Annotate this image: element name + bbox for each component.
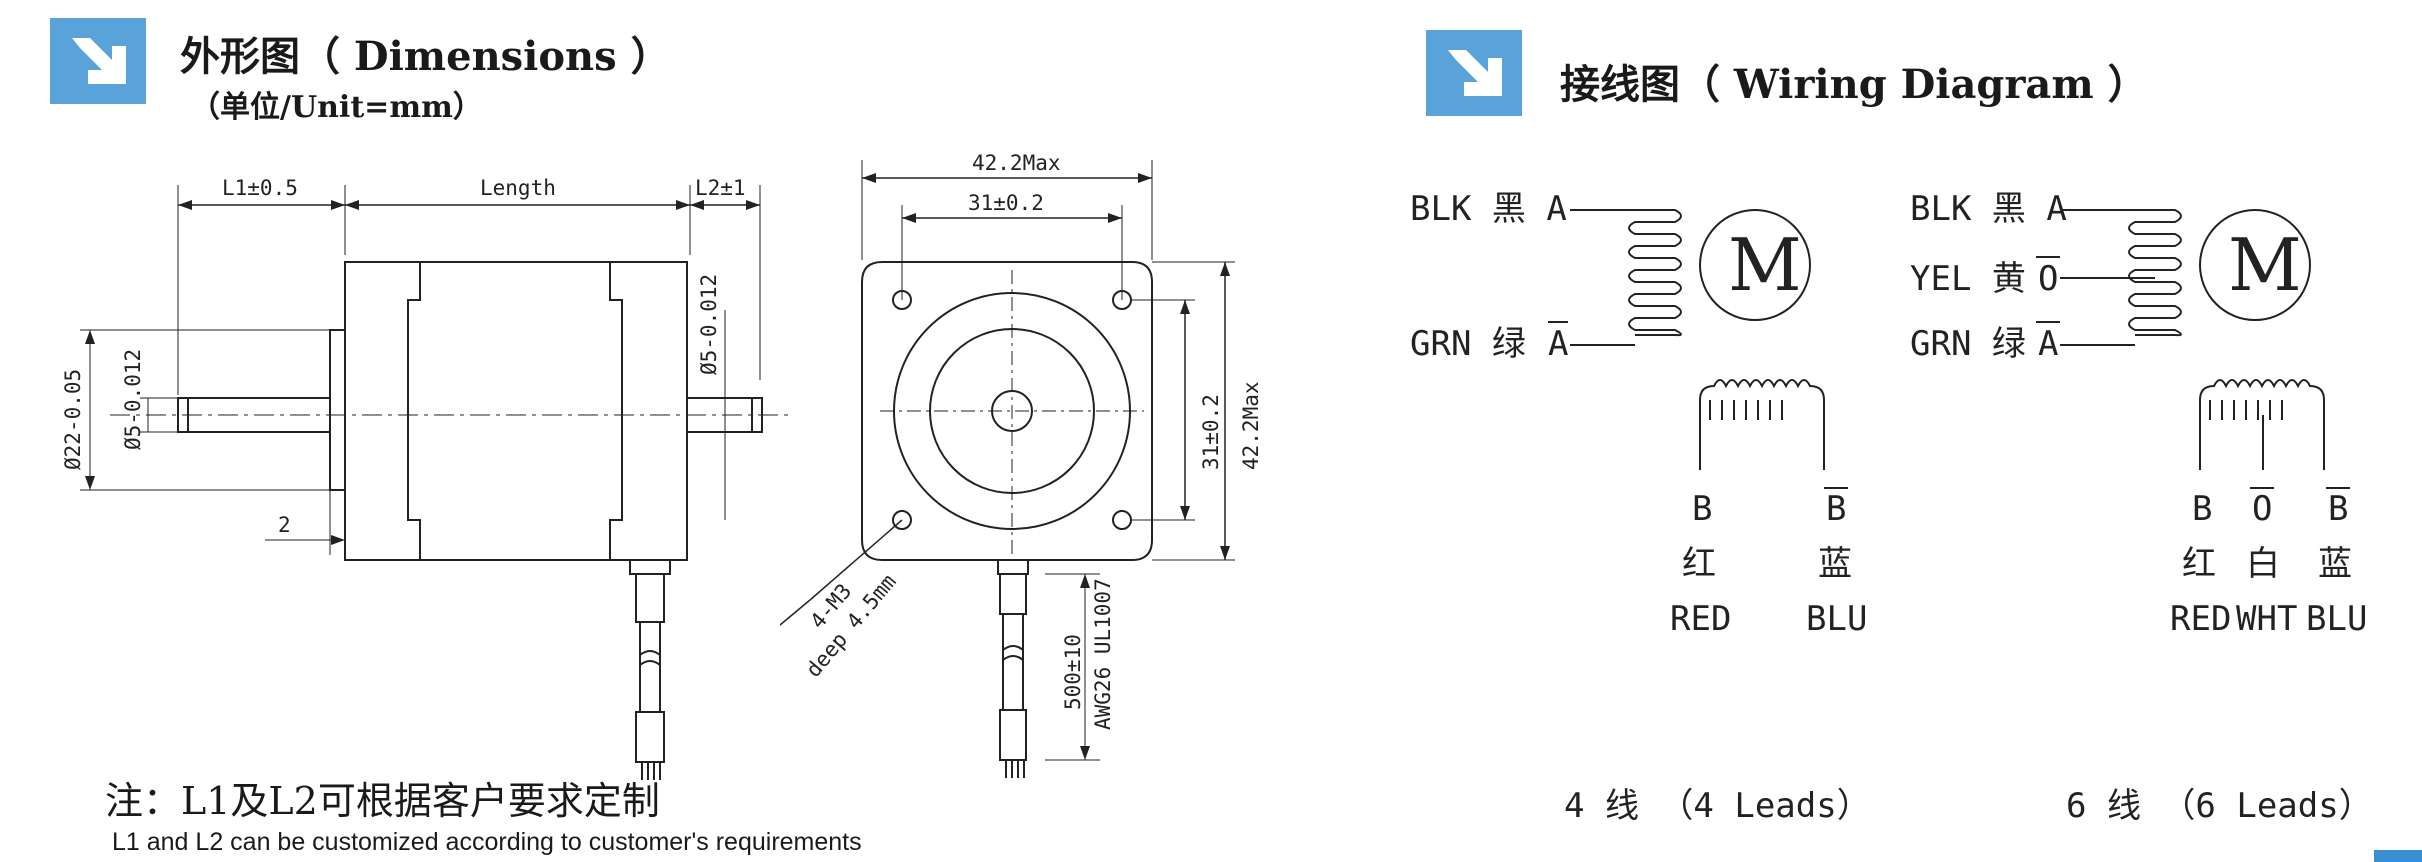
motor-symbol: M xyxy=(1728,223,1802,307)
o2-color-cn: 白 xyxy=(2246,544,2280,584)
abar-wire-label: GRN 绿 xyxy=(1910,324,2026,364)
abar-wire-label: GRN 绿 xyxy=(1410,324,1526,364)
b-color-en: RED xyxy=(2170,599,2231,639)
arrow-down-right-icon xyxy=(72,38,126,84)
o-wire-label: YEL 黄 xyxy=(1910,259,2026,299)
b-color-en: RED xyxy=(1670,599,1731,639)
caption-4-leads: 4 线 （4 Leads） xyxy=(1564,786,1871,826)
caption-6-leads: 6 线 （6 Leads） xyxy=(2066,786,2373,826)
length-label: Length xyxy=(480,176,556,200)
wiring-6-leads: M BLK 黑 A YEL 黄 O GRN 绿 A B 红 RED O 白 WH… xyxy=(1910,189,2367,639)
wire-spec: AWG26 UL1007 xyxy=(1091,578,1115,730)
o2-letter: O xyxy=(2252,489,2272,529)
front-hole-spacing: 31±0.2 xyxy=(968,191,1044,215)
b-color-cn: 红 xyxy=(1682,544,1716,584)
b-color-cn: 红 xyxy=(2182,544,2216,584)
front-max-height: 42.2Max xyxy=(1239,381,1263,470)
shaft-5-diameter: Ø5-0.012 xyxy=(121,349,145,450)
l2-label: L2±1 xyxy=(695,176,746,200)
b-letter: B xyxy=(2192,489,2212,529)
a-wire-label: BLK 黑 A xyxy=(1410,189,1567,229)
wiring-title: 接线图（ Wiring Diagram ） xyxy=(1560,61,2148,108)
motor-symbol: M xyxy=(2228,223,2302,307)
bbar-color-en: BLU xyxy=(1806,599,1867,639)
bbar-letter: B xyxy=(1826,489,1846,529)
wiring-badge xyxy=(1426,30,1522,116)
abar-letter: A xyxy=(2038,324,2058,364)
customization-note-cn: 注：L1及L2可根据客户要求定制 xyxy=(105,779,660,823)
bbar-letter: B xyxy=(2328,489,2348,529)
dimensions-badge xyxy=(50,18,146,104)
lead-length: 500±10 xyxy=(1061,634,1085,710)
o-letter: O xyxy=(2038,259,2058,299)
dimensions-title: 外形图（ Dimensions ） xyxy=(180,33,671,80)
arrow-down-right-icon xyxy=(1448,50,1502,96)
o2-color-en: WHT xyxy=(2236,599,2297,639)
front-hole-spacing-vertical: 31±0.2 xyxy=(1199,394,1223,470)
a-wire-label: BLK 黑 A xyxy=(1910,189,2067,229)
l1-label: L1±0.5 xyxy=(222,176,298,200)
wiring-4-leads: M BLK 黑 A GRN 绿 A B 红 RED B 蓝 BLU xyxy=(1410,189,1867,639)
dim-2-label: 2 xyxy=(278,513,291,537)
side-view-drawing: L1±0.5 Length L2±1 2 Ø22-0.05 Ø5-0.012 Ø… xyxy=(61,176,790,780)
front-view-drawing: 42.2Max 31±0.2 31±0.2 42.2Max 4-M3 deep … xyxy=(780,151,1263,778)
b-letter: B xyxy=(1692,489,1712,529)
dimensions-unit: （单位/Unit=mm） xyxy=(190,90,483,125)
bbar-color-en: BLU xyxy=(2306,599,2367,639)
customization-note-en: L1 and L2 can be customized according to… xyxy=(112,828,862,856)
rear-shaft-diameter: Ø5-0.012 xyxy=(697,274,721,375)
corner-tab xyxy=(2374,850,2422,862)
bbar-color-cn: 蓝 xyxy=(1818,544,1852,584)
abar-letter: A xyxy=(1548,324,1568,364)
shaft-22-diameter: Ø22-0.05 xyxy=(61,369,85,470)
bbar-color-cn: 蓝 xyxy=(2318,544,2352,584)
front-max-width: 42.2Max xyxy=(972,151,1061,175)
